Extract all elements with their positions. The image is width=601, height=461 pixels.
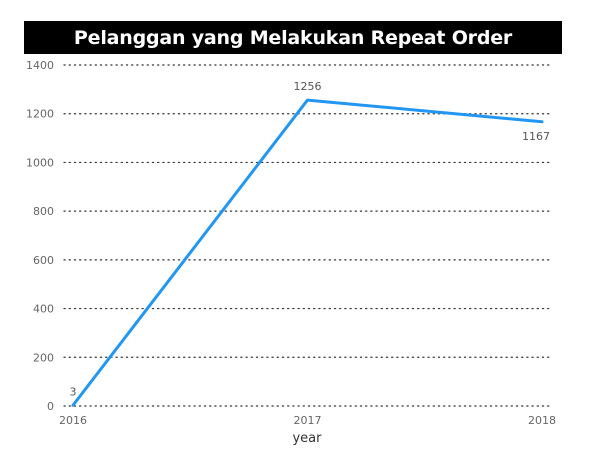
y-tick-label-600: 600 <box>33 254 54 267</box>
data-label-2018: 1167 <box>522 130 550 143</box>
y-tick-label-200: 200 <box>33 351 54 364</box>
x-tick-label-2017: 2017 <box>294 414 322 427</box>
y-tick-label-400: 400 <box>33 303 54 316</box>
y-tick-label-0: 0 <box>47 400 54 413</box>
y-tick-label-1000: 1000 <box>26 156 54 169</box>
data-label-2016: 3 <box>70 385 77 398</box>
y-tick-label-1200: 1200 <box>26 108 54 121</box>
y-tick-label-800: 800 <box>33 205 54 218</box>
chart-title: Pelanggan yang Melakukan Repeat Order <box>24 21 562 54</box>
data-label-2017: 1256 <box>294 80 322 93</box>
x-axis-title: year <box>292 431 322 446</box>
y-tick-label-1400: 1400 <box>26 59 54 72</box>
series-line-0 <box>71 98 544 407</box>
x-tick-label-2016: 2016 <box>59 414 87 427</box>
x-tick-label-2018: 2018 <box>528 414 556 427</box>
